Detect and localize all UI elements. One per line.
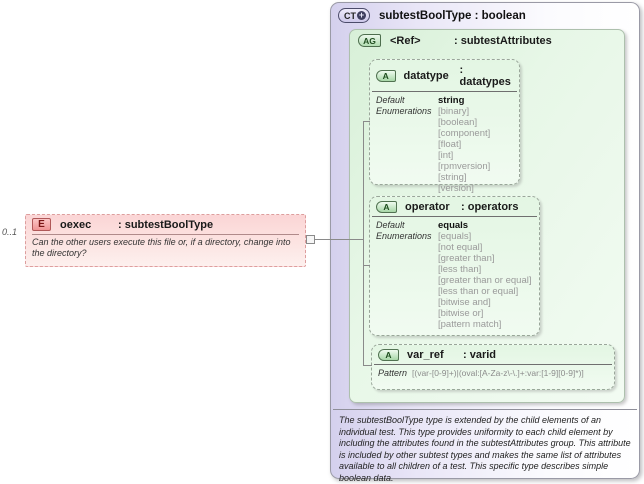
default-value: string: [438, 95, 465, 106]
enumerations-label: Enumerations: [376, 231, 432, 241]
complextype-title: subtestBoolType : boolean: [379, 9, 526, 22]
attribute-icon: A: [378, 349, 399, 361]
divider: [32, 234, 299, 235]
attribute-type: : datatypes: [459, 64, 511, 88]
facet-labels: Default Enumerations: [376, 220, 438, 330]
enumeration-item: [less than or equal]: [438, 286, 519, 297]
attribute-facets: Default Enumerations string [binary][boo…: [370, 92, 519, 197]
pattern-label: Pattern: [378, 368, 408, 378]
plus-icon: +: [357, 10, 366, 20]
attribute-varref-box[interactable]: A var_ref : varid Pattern [(var-[0-9]+)|…: [371, 344, 615, 390]
default-label: Default: [376, 220, 405, 230]
pattern-value: [(var-[0-9]+)|(oval:[A-Za-z\-\.]+:var:[1…: [412, 368, 584, 378]
enumeration-item: [boolean]: [438, 117, 478, 128]
attribute-name: datatype: [403, 70, 449, 82]
divider: [372, 91, 517, 92]
enumeration-list: [equals][not equal][greater than][less t…: [438, 231, 531, 330]
attribute-operator-box[interactable]: A operator : operators Default Enumerati…: [369, 196, 540, 336]
enumeration-item: [pattern match]: [438, 319, 502, 330]
element-header: E oexec : subtestBoolType: [32, 218, 299, 231]
enumeration-item: [bitwise or]: [438, 308, 484, 319]
element-name: oexec: [60, 218, 92, 231]
element-oexec-box[interactable]: E oexec : subtestBoolType Can the other …: [25, 214, 306, 267]
attribute-group-name: <Ref>: [390, 34, 421, 47]
connector-stub-datatype: [363, 121, 370, 122]
attribute-type: : operators: [461, 201, 519, 213]
enumeration-item: [float]: [438, 139, 462, 150]
enumerations-label: Enumerations: [376, 106, 432, 116]
complextype-icon-label: CT: [344, 10, 356, 21]
attribute-header: A datatype : datatypes: [370, 60, 519, 90]
attribute-group-header: AG <Ref> : subtestAttributes: [358, 34, 552, 47]
enumeration-item: [greater than or equal]: [438, 275, 532, 286]
enumeration-item: [version]: [438, 183, 474, 194]
attribute-icon: A: [376, 201, 397, 213]
element-type: : subtestBoolType: [118, 218, 214, 231]
connector-stub-varref: [363, 365, 372, 366]
enumeration-item: [component]: [438, 128, 491, 139]
complextype-icon: CT +: [338, 8, 370, 23]
enumeration-item: [less than]: [438, 264, 482, 275]
facet-values: equals [equals][not equal][greater than]…: [438, 220, 531, 330]
cardinality-label: 0..1: [2, 227, 18, 237]
complextype-panel: CT + subtestBoolType : boolean AG <Ref> …: [330, 2, 640, 483]
attribute-group-type: : subtestAttributes: [454, 34, 552, 47]
enumeration-item: [rpmversion]: [438, 161, 491, 172]
facet-values: string [binary][boolean][component][floa…: [438, 95, 490, 194]
divider: [333, 409, 637, 410]
default-label: Default: [376, 95, 405, 105]
attribute-name: operator: [405, 201, 450, 213]
enumeration-item: [greater than]: [438, 253, 495, 264]
attribute-type: : varid: [463, 349, 497, 361]
divider: [372, 216, 537, 217]
enumeration-list: [binary][boolean][component][float][int]…: [438, 106, 490, 194]
attribute-group-icon: AG: [358, 34, 381, 47]
default-value: equals: [438, 220, 469, 231]
attribute-icon: A: [376, 70, 396, 82]
connector-square[interactable]: [306, 235, 315, 244]
element-annotation: Can the other users execute this file or…: [32, 237, 291, 258]
enumeration-item: [string]: [438, 172, 467, 183]
connector-vline: [363, 121, 364, 366]
attribute-name: var_ref: [407, 349, 444, 361]
attribute-datatype-box[interactable]: A datatype : datatypes Default Enumerati…: [369, 59, 520, 194]
attribute-facets: Default Enumerations equals [equals][not…: [370, 217, 539, 333]
connector-stub-operator: [363, 265, 370, 266]
divider: [374, 364, 612, 365]
connector-line: [306, 239, 364, 240]
enumeration-item: [binary]: [438, 106, 470, 117]
facet-labels: Default Enumerations: [376, 95, 438, 194]
attribute-facets: Pattern [(var-[0-9]+)|(oval:[A-Za-z\-\.]…: [372, 365, 614, 381]
enumeration-item: [int]: [438, 150, 454, 161]
enumeration-item: [not equal]: [438, 242, 483, 253]
attribute-header: A var_ref : varid: [372, 345, 614, 363]
complextype-header: CT + subtestBoolType : boolean: [338, 8, 526, 23]
enumeration-item: [bitwise and]: [438, 297, 491, 308]
attribute-header: A operator : operators: [370, 197, 539, 215]
enumeration-item: [equals]: [438, 231, 472, 242]
element-icon: E: [32, 218, 51, 231]
complextype-annotation: The subtestBoolType type is extended by …: [339, 415, 631, 483]
